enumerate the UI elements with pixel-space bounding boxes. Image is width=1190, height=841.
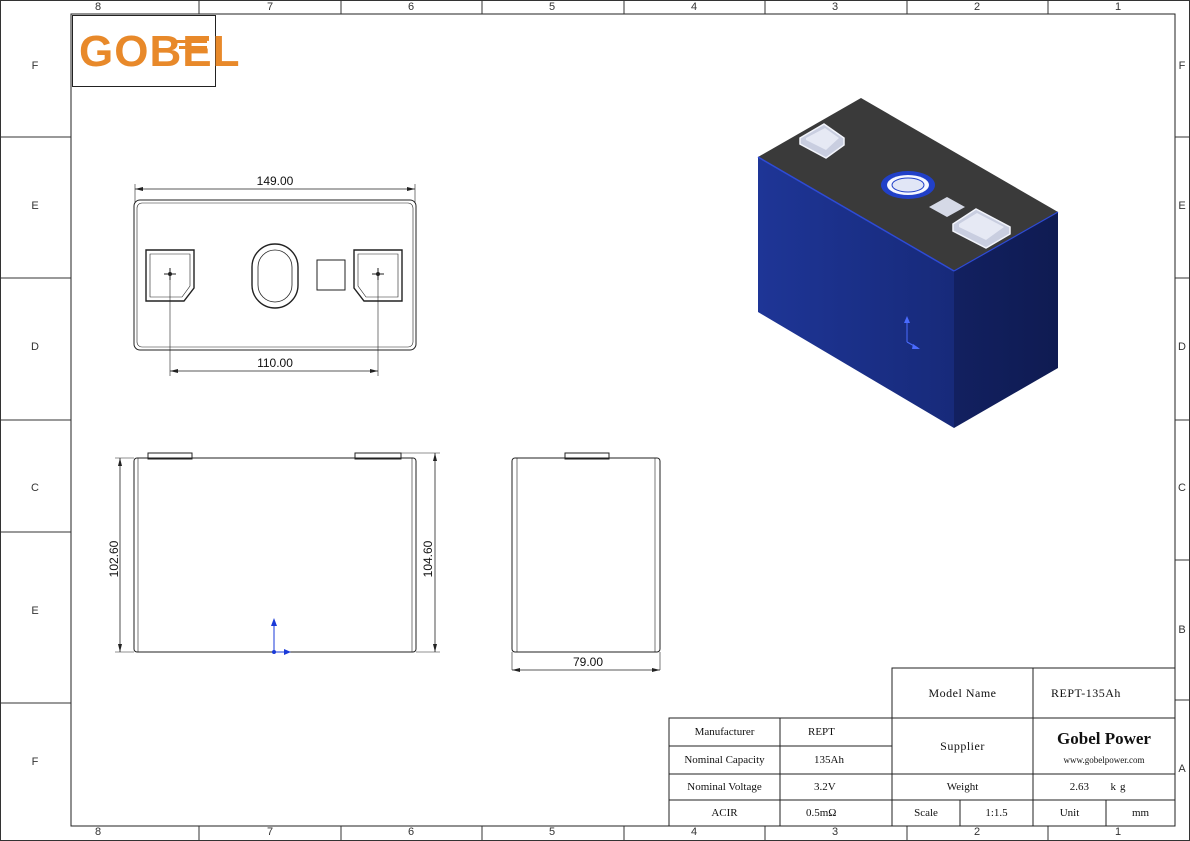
top-zone-2: 2 [973,1,981,13]
left-zone-e-bottom: E [31,605,39,617]
left-zone-e-top: E [31,200,39,212]
top-zone-8: 8 [94,1,102,13]
top-zone-4: 4 [690,1,698,13]
top-view-drawing [133,184,417,376]
capacity-label: Nominal Capacity [684,754,765,766]
right-zone-a: A [1178,763,1186,775]
dimension-side-width: 79.00 [572,655,604,669]
left-zone-f-bottom: F [31,756,39,768]
logo-swoosh-icon [173,40,207,49]
gobel-logo: GOBEL [72,15,239,87]
voltage-value: 3.2V [814,781,836,793]
bottom-zone-3: 3 [831,826,839,838]
front-view-drawing [115,452,440,655]
supplier-url: www.gobelpower.com [1063,755,1145,765]
right-zone-e: E [1178,200,1186,212]
top-zone-5: 5 [548,1,556,13]
model-name-value: REPT-135Ah [1051,685,1121,700]
left-zone-c: C [31,482,39,494]
right-zone-b: B [1178,624,1186,636]
weight-unit: kg [1110,781,1130,793]
right-zone-d: D [1178,341,1186,353]
acir-label: ACIR [711,807,738,819]
supplier-name: Gobel Power [1057,729,1151,748]
right-zone-c: C [1178,482,1186,494]
bottom-zone-4: 4 [690,826,698,838]
top-zone-3: 3 [831,1,839,13]
unit-value: mm [1131,807,1150,819]
side-width-dimension-line [512,668,660,672]
left-zone-f-top: F [31,60,39,72]
scale-value: 1:1.5 [985,807,1008,819]
weight-value: 2.63 [1069,781,1089,793]
isometric-cell-render [757,98,1059,428]
dimension-terminal-spacing: 110.00 [257,356,293,370]
dimension-width-149: 149.00 [256,174,294,188]
scale-label: Scale [914,807,938,819]
bottom-zone-2: 2 [973,826,981,838]
supplier-label: Supplier [940,738,985,753]
bottom-zone-7: 7 [266,826,274,838]
side-view-drawing [511,452,661,670]
model-name-label: Model Name [928,685,997,700]
voltage-label: Nominal Voltage [687,781,762,793]
bottom-zone-6: 6 [407,826,415,838]
unit-label: Unit [1059,807,1080,819]
top-zone-1: 1 [1114,1,1122,13]
bottom-zone-1: 1 [1114,826,1122,838]
left-zone-d: D [31,341,39,353]
bottom-zone-5: 5 [548,826,556,838]
capacity-value: 135Ah [814,754,844,766]
top-zone-6: 6 [407,1,415,13]
bottom-zone-8: 8 [94,826,102,838]
weight-label: Weight [946,781,979,793]
acir-value: 0.5mΩ [806,807,837,819]
right-zone-f: F [1178,60,1186,72]
manufacturer-label: Manufacturer [694,726,755,738]
manufacturer-value: REPT [808,726,835,738]
top-zone-7: 7 [266,1,274,13]
